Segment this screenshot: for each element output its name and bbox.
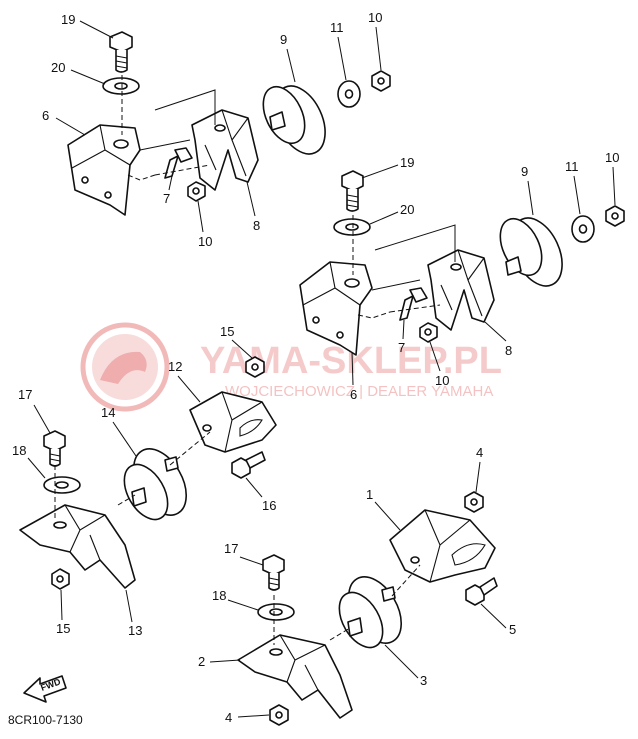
assembly-left	[19, 356, 277, 590]
nut-4-a	[464, 491, 484, 513]
callout-11b: 11	[565, 159, 579, 174]
callout-12: 12	[168, 359, 182, 374]
bolt-5	[465, 577, 498, 606]
callout-10a: 10	[368, 10, 382, 25]
bolt-17-a	[43, 430, 66, 467]
bracket-6-a	[67, 124, 141, 216]
callout-13: 13	[128, 623, 142, 638]
assembly-b	[299, 170, 625, 356]
nut-10-top-b	[605, 205, 625, 227]
callout-20b: 20	[400, 202, 414, 217]
bolt-19-a	[109, 31, 133, 73]
callout-7a: 7	[163, 191, 170, 206]
callouts-left: 15 12 17 14 18 16 13 15	[12, 324, 276, 638]
callout-7b: 7	[398, 340, 405, 355]
assembly-right	[237, 491, 498, 726]
callout-9a: 9	[280, 32, 287, 47]
bolt-16	[231, 451, 266, 479]
callout-1: 1	[366, 487, 373, 502]
callouts-right: 4 1 17 18 5 2 3 4	[198, 445, 516, 725]
callout-9b: 9	[521, 164, 528, 179]
watermark-subtitle: WOJCIECHOWICZ | DEALER YAMAHA	[225, 383, 493, 400]
washer-18-b	[257, 603, 295, 621]
callout-6a: 6	[42, 108, 49, 123]
washer-18-a	[43, 476, 81, 494]
nut-4-b	[269, 704, 289, 726]
bracket-8-a	[191, 109, 259, 191]
callout-15b: 15	[56, 621, 70, 636]
mount-9-a	[262, 85, 326, 155]
washer-11-b	[571, 215, 595, 243]
mount-3	[338, 576, 403, 649]
bolt-17-b	[262, 554, 285, 591]
callout-5: 5	[509, 622, 516, 637]
mount-14	[123, 448, 188, 521]
watermark-logo-icon	[80, 322, 170, 412]
assembly-a	[67, 31, 391, 216]
bracket-1	[389, 509, 496, 583]
callout-18a: 18	[12, 443, 26, 458]
nut-10-b	[419, 322, 438, 343]
nut-15-b	[51, 568, 70, 590]
callout-3: 3	[420, 673, 427, 688]
callout-8b: 8	[505, 343, 512, 358]
callout-4a: 4	[476, 445, 483, 460]
callout-19a: 19	[61, 12, 75, 27]
nut-10-top-a	[371, 70, 391, 92]
bolt-7-b	[399, 287, 428, 321]
callout-18b: 18	[212, 588, 226, 603]
drawing-code: 8CR100-7130	[8, 713, 83, 727]
callouts-b: 19 20 9 11 10 7 10 8 6	[350, 150, 619, 402]
washer-11-a	[337, 80, 361, 108]
callout-4b: 4	[225, 710, 232, 725]
callout-2: 2	[198, 654, 205, 669]
nut-10-a	[187, 181, 206, 202]
bracket-8-b	[427, 249, 495, 331]
bracket-2	[237, 634, 353, 719]
callout-19b: 19	[400, 155, 414, 170]
callout-10b: 10	[198, 234, 212, 249]
callout-20a: 20	[51, 60, 65, 75]
callout-10c: 10	[605, 150, 619, 165]
callout-10d: 10	[435, 373, 449, 388]
fwd-arrow-icon: FWD	[23, 675, 67, 703]
callout-6b: 6	[350, 387, 357, 402]
bolt-19-b	[341, 170, 364, 212]
callouts-a: 19 20 6 9 11 10 7 10 8	[42, 10, 382, 249]
callout-17b: 17	[224, 541, 238, 556]
callout-14: 14	[101, 405, 115, 420]
callout-11a: 11	[330, 20, 344, 35]
callout-15a: 15	[220, 324, 234, 339]
nut-15-a	[245, 356, 265, 378]
callout-17a: 17	[18, 387, 32, 402]
washer-20-a	[102, 77, 140, 95]
mount-9-b	[499, 217, 563, 287]
bolt-7-a	[164, 147, 193, 179]
callout-8a: 8	[253, 218, 260, 233]
bracket-12	[189, 391, 277, 453]
bracket-13	[19, 504, 136, 589]
washer-20-b	[333, 218, 371, 236]
callout-16: 16	[262, 498, 276, 513]
